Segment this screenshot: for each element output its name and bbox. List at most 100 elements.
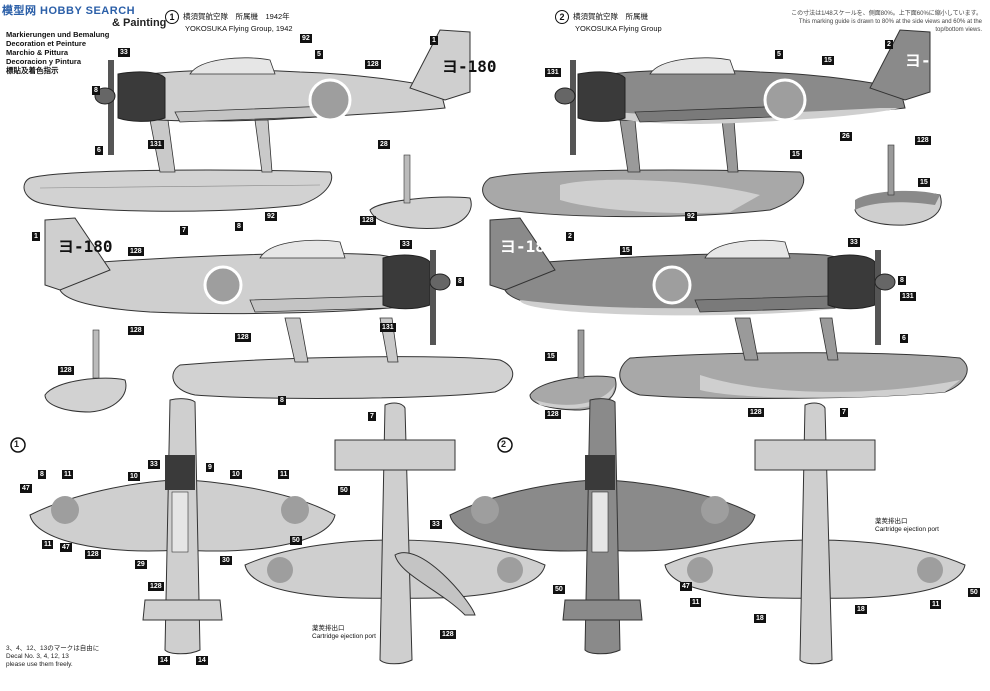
scheme-2-code-side: ヨ-181	[500, 237, 555, 256]
section-title: & Painting	[112, 17, 167, 29]
callout: 1	[430, 36, 438, 45]
cartridge-en: Cartridge ejection port	[875, 526, 939, 533]
scheme-1-top-view	[29, 398, 336, 655]
callout: 131	[380, 323, 396, 332]
scheme-2-top-view	[449, 398, 756, 655]
title-line: Marchio & Pittura	[6, 48, 69, 57]
callout: 33	[118, 48, 130, 57]
callout: 50	[553, 585, 565, 594]
callout: 2	[885, 40, 893, 49]
scheme-1-side-view-right: ヨ-180	[44, 217, 513, 413]
callout: 131	[545, 68, 561, 77]
decal-note-jp: 3、4、12、13のマークは自由に	[6, 645, 100, 652]
callout: 8	[92, 86, 100, 95]
callout: 33	[848, 238, 860, 247]
callout: 92	[300, 34, 312, 43]
callout: 6	[95, 146, 103, 155]
callout: 26	[840, 132, 852, 141]
callout: 11	[278, 470, 290, 479]
callout: 15	[790, 150, 802, 159]
callout: 131	[900, 292, 916, 301]
callout: 128	[748, 408, 764, 417]
scale-note: この寸法は1/48スケールを、側面80%。上下面60%に縮小しています。 Thi…	[791, 11, 982, 33]
cartridge-en: Cartridge ejection port	[312, 633, 376, 640]
callout: 47	[60, 543, 72, 552]
scheme-1-jp: 横須賀航空隊 所属機 1942年	[183, 11, 290, 21]
title-line: Decoration et Peinture	[6, 39, 87, 48]
callout: 131	[148, 140, 164, 149]
scheme-1-code-side: ヨ-180	[58, 237, 113, 256]
callout: 11	[42, 540, 54, 549]
callout: 2	[566, 232, 574, 241]
decal-note-en: Decal No. 3, 4, 12, 13	[6, 653, 69, 660]
callout: 92	[265, 212, 277, 221]
callout: 128	[545, 410, 561, 419]
scheme-2-jp: 横須賀航空隊 所属機	[573, 11, 648, 21]
callout: 47	[680, 582, 692, 591]
callout: 7	[180, 226, 188, 235]
callout: 30	[220, 556, 232, 565]
callout: 15	[620, 246, 632, 255]
callout: 8	[235, 222, 243, 231]
cartridge-jp: 薬莢排出口	[875, 518, 908, 525]
callout: 33	[400, 240, 412, 249]
callout: 15	[822, 56, 834, 65]
callout: 11	[690, 598, 702, 607]
callout: 11	[930, 600, 942, 609]
plan-scheme-2-num: 2	[501, 439, 507, 449]
callout: 15	[918, 178, 930, 187]
callout: 9	[206, 463, 214, 472]
callout: 6	[900, 334, 908, 343]
cartridge-label-1: 薬莢排出口 Cartridge ejection port	[312, 625, 376, 641]
callout: 128	[128, 247, 144, 256]
callout: 8	[38, 470, 46, 479]
callout: 10	[128, 472, 140, 481]
callout: 10	[230, 470, 242, 479]
callout: 7	[368, 412, 376, 421]
callout: 11	[62, 470, 74, 479]
callout: 14	[196, 656, 208, 665]
scheme-2-side-view-right: ヨ-181	[489, 217, 968, 411]
scheme-2-en: YOKOSUKA Flying Group	[575, 24, 662, 33]
scheme-1-bottom-view	[244, 402, 546, 665]
callout: 15	[545, 352, 557, 361]
scheme-1-side-view-left: ヨ-180	[23, 29, 497, 229]
callout: 50	[290, 536, 302, 545]
callout: 128	[58, 366, 74, 375]
plan-scheme-1-num: 1	[14, 439, 20, 449]
callout: 5	[315, 50, 323, 59]
callout: 28	[378, 140, 390, 149]
callout: 128	[128, 326, 144, 335]
callout: 14	[158, 656, 170, 665]
callout: 29	[135, 560, 147, 569]
scheme-1-en: YOKOSUKA Flying Group, 1942	[185, 24, 293, 33]
callout: 7	[840, 408, 848, 417]
callout: 50	[968, 588, 980, 597]
callout: 5	[775, 50, 783, 59]
callout: 50	[338, 486, 350, 495]
callout: 128	[440, 630, 456, 639]
scheme-2-code-top: ヨ-181	[905, 51, 960, 70]
callout: 92	[685, 212, 697, 221]
cartridge-jp: 薬莢排出口	[312, 625, 345, 632]
title-line: Markierungen und Bemalung	[6, 30, 110, 39]
title-languages: Markierungen und Bemalung Decoration et …	[6, 30, 109, 75]
callout: 8	[456, 277, 464, 286]
scheme-2-bottom-view	[664, 402, 966, 665]
title-line: Decoracion y Pintura	[6, 57, 82, 66]
callout: 8	[278, 396, 286, 405]
callout: 1	[32, 232, 40, 241]
cartridge-label-2: 薬莢排出口 Cartridge ejection port	[875, 518, 939, 534]
callout: 128	[235, 333, 251, 342]
callout: 33	[148, 460, 160, 469]
decal-note: 3、4、12、13のマークは自由に Decal No. 3, 4, 12, 13…	[6, 645, 99, 669]
callout: 128	[365, 60, 381, 69]
callout: 47	[20, 484, 32, 493]
callout: 33	[430, 520, 442, 529]
callout: 8	[898, 276, 906, 285]
callout: 18	[855, 605, 867, 614]
